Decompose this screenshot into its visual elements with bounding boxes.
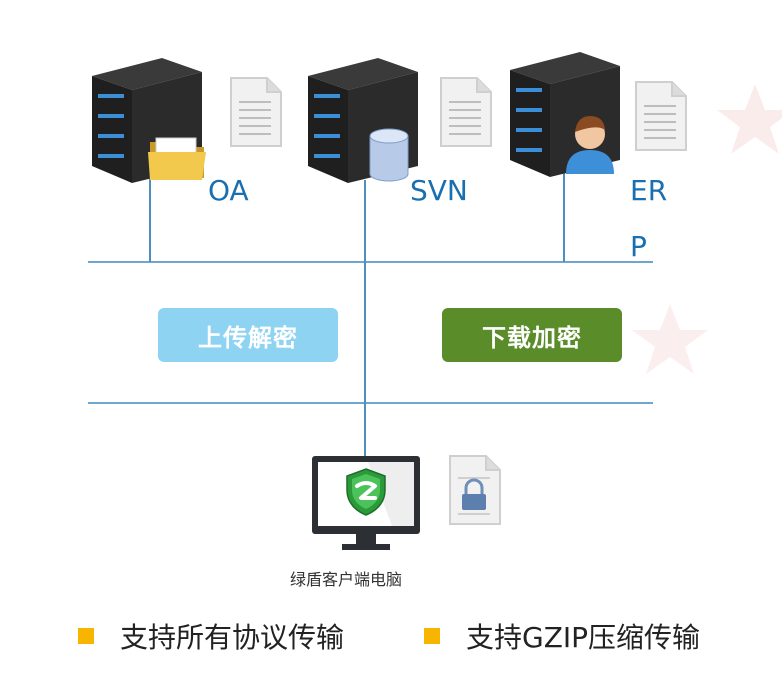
client-label: 绿盾客户端电脑 (290, 570, 403, 589)
server-label-erp-line1: ER (630, 174, 668, 207)
feature-item: 支持所有协议传输 (78, 616, 344, 656)
download-encrypt-label: 下载加密 (442, 308, 622, 362)
feature-item: 支持GZIP压缩传输 (424, 616, 700, 656)
upload-decrypt-label: 上传解密 (158, 308, 338, 362)
decorative-star-icon (717, 84, 782, 154)
server-label-svn: SVN (410, 174, 468, 207)
server-label-oa: OA (208, 174, 249, 207)
user-icon (566, 116, 614, 174)
server-label-erp-line2: P (630, 230, 647, 263)
network-bus-top (88, 261, 653, 263)
database-icon (369, 128, 409, 182)
folder-icon (148, 137, 206, 180)
connector-svn (364, 180, 366, 460)
feature-text: 支持GZIP压缩传输 (466, 621, 701, 654)
bullet-square-icon (424, 628, 440, 644)
shield-icon (346, 468, 386, 516)
document-icon (635, 81, 687, 151)
locked-document-icon (449, 455, 501, 525)
decorative-star-icon (632, 304, 708, 374)
document-icon (440, 77, 492, 147)
server-svn (308, 58, 428, 188)
document-icon (230, 77, 282, 147)
server-erp (510, 52, 630, 182)
network-bus-bottom (88, 402, 653, 404)
feature-text: 支持所有协议传输 (120, 621, 345, 654)
connector-oa (149, 175, 151, 262)
server-oa (92, 58, 212, 188)
connector-erp (563, 165, 565, 262)
bullet-square-icon (78, 628, 94, 644)
